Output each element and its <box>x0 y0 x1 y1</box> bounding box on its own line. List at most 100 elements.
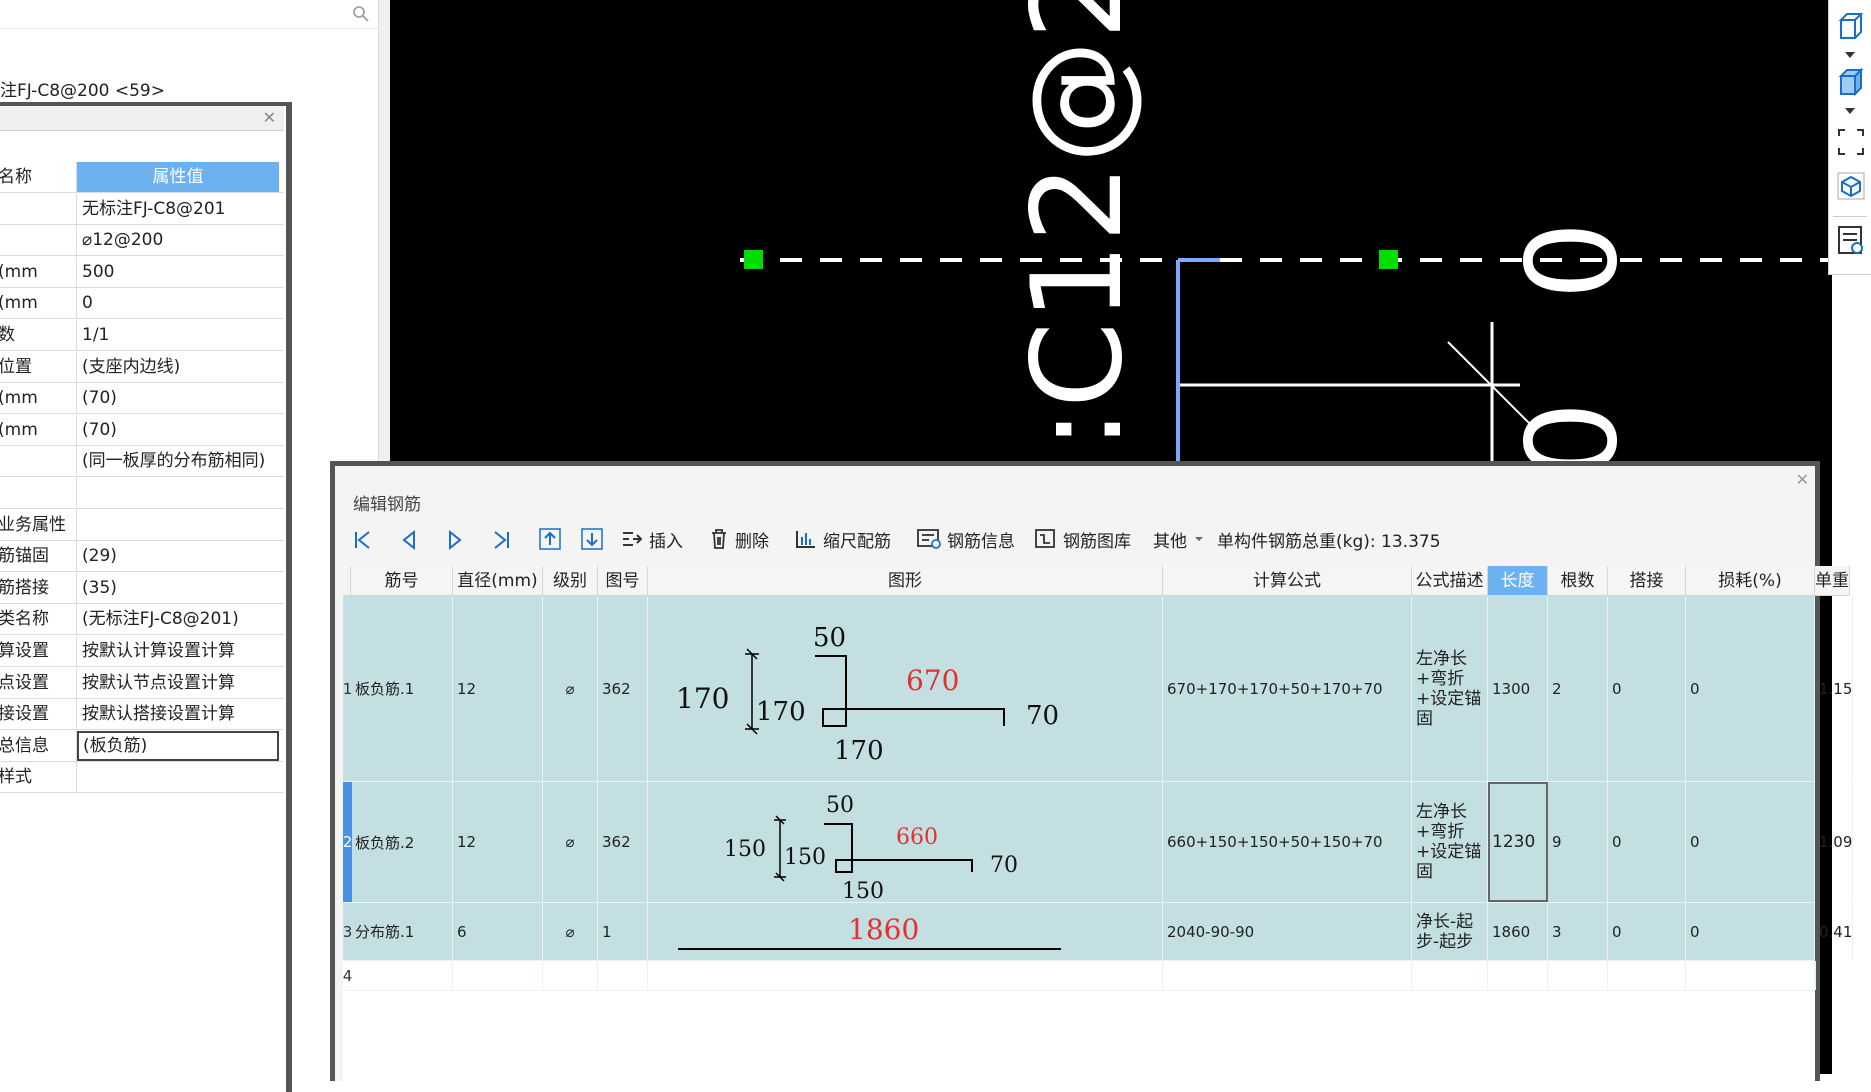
property-row[interactable]: 筋搭接(35) <box>0 572 284 604</box>
property-value[interactable]: (29) <box>82 546 117 567</box>
property-value[interactable] <box>82 510 282 540</box>
property-value[interactable]: (同一板厚的分布筋相同) <box>82 451 266 472</box>
rebar-library-button[interactable]: 钢筋图库 <box>1035 526 1131 552</box>
scale-rebar-button[interactable]: 缩尺配筋 <box>795 526 891 552</box>
cell-len[interactable] <box>1488 961 1548 990</box>
cell-dia[interactable]: 12 <box>453 782 543 902</box>
cell-unit[interactable]: 1.09 <box>1815 782 1854 902</box>
column-header[interactable]: 根数 <box>1548 566 1608 596</box>
property-value[interactable] <box>82 762 282 792</box>
cell-len[interactable]: 1230 <box>1488 782 1548 902</box>
cell-unit[interactable]: 1.15 <box>1815 596 1854 781</box>
cell-loss[interactable]: 0 <box>1686 596 1815 781</box>
column-header[interactable]: 级别 <box>543 566 598 596</box>
cell-formula[interactable] <box>1163 961 1412 990</box>
property-row[interactable]: mm)(70) <box>0 383 284 415</box>
column-header[interactable]: 单重 <box>1815 566 1850 596</box>
row-number[interactable]: 3 <box>342 922 353 941</box>
previous-record-icon[interactable] <box>401 530 417 550</box>
cell-count[interactable]: 9 <box>1548 782 1608 902</box>
cell-grade[interactable] <box>543 961 598 990</box>
property-row[interactable]: 业务属性 <box>0 509 284 541</box>
property-row[interactable]: 筋锚固(29) <box>0 541 284 573</box>
property-row[interactable]: 总信息(板负筋) <box>0 730 284 762</box>
property-row[interactable]: 位置(支座内边线) <box>0 351 284 383</box>
cell-loss[interactable]: 0 <box>1686 782 1815 902</box>
property-value[interactable]: 500 <box>82 261 115 282</box>
cell-fig[interactable]: 1 <box>598 903 648 960</box>
grip-right[interactable] <box>1379 250 1398 269</box>
cell-lap[interactable]: 0 <box>1608 782 1686 902</box>
cell-fig[interactable] <box>598 961 648 990</box>
property-row[interactable]: 类名称(无标注FJ-C8@201) <box>0 604 284 636</box>
property-value[interactable]: 1/1 <box>82 325 110 345</box>
property-value[interactable] <box>82 478 282 508</box>
cell-count[interactable]: 3 <box>1548 903 1608 960</box>
cell-name[interactable]: 板负筋.1 <box>351 596 453 781</box>
property-row[interactable]: 数1/1 <box>0 320 284 351</box>
cell-desc[interactable]: 净长-起步-起步 <box>1412 903 1488 960</box>
cell-grade[interactable]: ⌀ <box>543 903 598 960</box>
fullscreen-icon[interactable] <box>1835 126 1867 158</box>
column-header[interactable]: 直径(mm) <box>453 566 543 596</box>
cell-len[interactable]: 1300 <box>1488 596 1548 781</box>
property-row[interactable]: 接设置按默认搭接设置计算 <box>0 699 284 731</box>
row-number[interactable]: 1 <box>342 679 353 698</box>
cell-dia[interactable]: 12 <box>453 596 543 781</box>
first-record-icon[interactable] <box>353 530 371 550</box>
property-value[interactable]: (70) <box>82 388 117 409</box>
shape-cell[interactable] <box>648 961 1163 990</box>
cube-view-icon[interactable] <box>1835 10 1867 42</box>
property-value[interactable]: 按默认节点设置计算 <box>82 672 235 693</box>
cell-lap[interactable]: 0 <box>1608 596 1686 781</box>
row-number[interactable]: 4 <box>342 966 353 985</box>
property-row[interactable]: mm)(70) <box>0 414 284 446</box>
cell-dia[interactable]: 6 <box>453 903 543 960</box>
row-number[interactable]: 2 <box>343 782 352 902</box>
property-row[interactable]: mm)0 <box>0 288 284 320</box>
cell-grade[interactable]: ⌀ <box>543 596 598 781</box>
property-row[interactable]: ⌀12@200 <box>0 225 284 257</box>
chevron-down-icon[interactable] <box>1843 106 1857 116</box>
cell-desc[interactable]: 左净长+弯折+设定锚固 <box>1412 782 1488 902</box>
3d-box-icon[interactable] <box>1835 170 1867 202</box>
close-icon[interactable]: ✕ <box>1795 470 1809 489</box>
cell-count[interactable]: 2 <box>1548 596 1608 781</box>
cell-dia[interactable] <box>453 961 543 990</box>
column-header[interactable]: 公式描述 <box>1412 566 1488 596</box>
cell-fig[interactable]: 362 <box>598 596 648 781</box>
column-header[interactable]: 筋号 <box>351 566 453 596</box>
tree-search-bar[interactable] <box>0 0 378 29</box>
cell-loss[interactable] <box>1686 961 1815 990</box>
property-value[interactable]: (无标注FJ-C8@201) <box>82 609 239 630</box>
property-value[interactable]: 按默认计算设置计算 <box>82 641 235 661</box>
column-header[interactable]: 长度 <box>1488 566 1548 596</box>
column-header[interactable]: 搭接 <box>1608 566 1686 596</box>
property-value[interactable]: (支座内边线) <box>82 356 181 377</box>
column-header[interactable]: 图号 <box>598 566 648 596</box>
move-down-icon[interactable] <box>581 528 603 550</box>
insert-button[interactable]: 插入 <box>621 526 683 552</box>
cell-fig[interactable]: 362 <box>598 782 648 902</box>
property-value[interactable]: 无标注FJ-C8@201 <box>82 198 226 219</box>
property-row[interactable]: 样式 <box>0 762 284 794</box>
cell-len[interactable]: 1860 <box>1488 903 1548 960</box>
property-row[interactable]: 无标注FJ-C8@201 <box>0 193 284 225</box>
grip-left[interactable] <box>744 250 763 269</box>
cell-count[interactable] <box>1548 961 1608 990</box>
property-row[interactable] <box>0 478 284 509</box>
property-row[interactable]: 算设置按默认计算设置计算 <box>0 636 284 667</box>
cell-desc[interactable] <box>1412 961 1488 990</box>
chevron-down-icon[interactable] <box>1843 50 1857 60</box>
cell-formula[interactable]: 670+170+170+50+170+70 <box>1163 596 1412 781</box>
tree-item[interactable]: 注FJ-C8@200 <59> <box>0 81 165 101</box>
property-row[interactable]: (同一板厚的分布筋相同) <box>0 446 284 478</box>
property-value[interactable]: (70) <box>82 419 117 440</box>
cell-grade[interactable]: ⌀ <box>543 782 598 902</box>
delete-button[interactable]: 删除 <box>709 526 769 552</box>
